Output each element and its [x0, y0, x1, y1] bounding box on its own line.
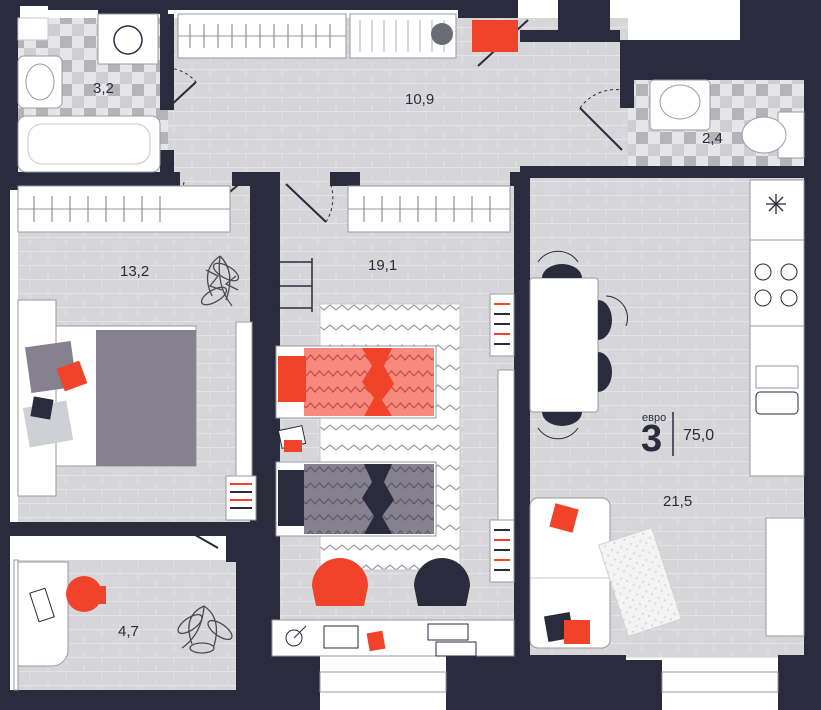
- toilet-fixtures: [649, 79, 805, 159]
- kitchen-counter: [749, 179, 805, 477]
- kitchen-living-furniture: [529, 179, 805, 649]
- ladder-icon: [275, 258, 313, 312]
- chair-icon: [542, 264, 582, 278]
- kids-room-furniture: [271, 185, 515, 657]
- sink-icon: [649, 79, 711, 131]
- chair-icon: [542, 412, 582, 426]
- bathtub-icon: [17, 115, 161, 173]
- room-area-bathroom: 3,2: [93, 80, 114, 97]
- pillow-icon: [549, 503, 579, 533]
- chair-icon: [598, 352, 612, 392]
- lamp-icon: [285, 629, 303, 647]
- laptop-icon: [29, 587, 55, 623]
- stove-icon: [754, 263, 798, 307]
- pillow-icon: [278, 356, 306, 402]
- book-icon: [323, 625, 359, 649]
- room-labels: 3,2 10,9 2,4 13,2 19,1 21,5 4,7: [93, 80, 723, 640]
- keyboard-icon: [427, 623, 469, 641]
- sink-icon: [17, 55, 63, 109]
- desk: [271, 619, 515, 657]
- room-area-toilet: 2,4: [702, 130, 723, 147]
- kitchen-sink-icon: [755, 391, 799, 415]
- balcony-furniture: [17, 561, 233, 667]
- chair-icon: [598, 300, 612, 340]
- pillow-icon: [56, 360, 88, 392]
- badge-rooms-count: 3: [641, 418, 662, 460]
- room-area-bedroom: 13,2: [120, 263, 149, 280]
- bathroom-fixtures: [17, 13, 161, 173]
- windows: [13, 559, 779, 693]
- room-area-kitchen-living: 21,5: [663, 493, 692, 510]
- chair-icon: [312, 558, 368, 606]
- room-area-balcony: 4,7: [118, 623, 139, 640]
- plant-icon: [177, 605, 233, 654]
- badge-total-area: 75,0: [683, 427, 714, 444]
- washing-machine-icon: [113, 25, 143, 55]
- chair-icon: [414, 558, 470, 606]
- room-area-kids-room: 19,1: [368, 257, 397, 274]
- chair-icon: [66, 576, 102, 612]
- badge-type-word: евро: [642, 412, 666, 424]
- bedroom-furniture: [17, 185, 257, 521]
- apartment-badge: евро 3 75,0: [641, 412, 714, 460]
- plant-icon: [200, 255, 240, 307]
- pillow-icon: [278, 470, 304, 526]
- hallway-furniture: [177, 13, 518, 59]
- plant-pot-icon: [431, 23, 453, 45]
- fridge-snowflake-icon: [766, 194, 786, 214]
- room-area-hallway: 10,9: [405, 91, 434, 108]
- dining-table: [529, 277, 599, 413]
- rug: [597, 527, 683, 637]
